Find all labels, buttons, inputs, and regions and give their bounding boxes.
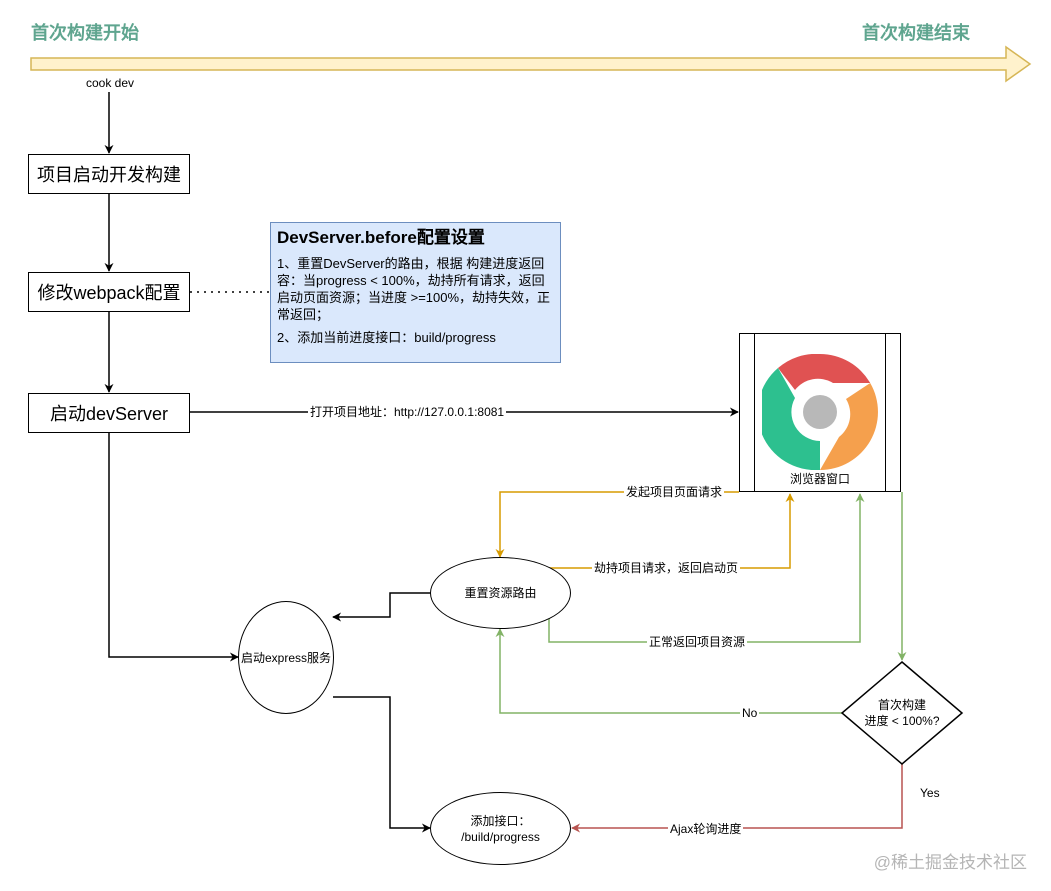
edge-reset-to-express — [332, 592, 431, 622]
timeline-start-label: 首次构建开始 — [31, 23, 139, 43]
add-api-line-1: 添加接口： — [470, 813, 531, 828]
step-start-dev-build[interactable]: 项目启动开发构建 — [28, 154, 190, 194]
decision-diamond — [840, 661, 964, 765]
add-api-line-2: /build/progress — [461, 829, 540, 844]
node-start-express[interactable]: 启动express服务 — [238, 601, 334, 714]
note-title: DevServer.before配置设置 — [277, 228, 485, 247]
edge-decision-yes — [571, 764, 903, 833]
edge-step3-to-express — [108, 432, 239, 662]
devserver-before-note: DevServer.before配置设置 1、重置DevServer的路由，根据… — [270, 222, 561, 363]
edge-hijack-return — [549, 493, 795, 569]
edge-label-no: No — [740, 706, 760, 720]
timeline-end-label: 首次构建结束 — [862, 23, 970, 43]
edge-label-hijack-return: 劫持项目请求，返回启动页 — [592, 561, 741, 575]
browser-window[interactable]: 浏览器窗口 — [739, 333, 901, 492]
edge-label-request-page: 发起项目页面请求 — [624, 485, 725, 499]
step-start-devserver[interactable]: 启动devServer — [28, 393, 190, 433]
chrome-icon — [762, 354, 878, 470]
note-paragraph-2: 2、添加当前进度接口：build/progress — [277, 330, 496, 345]
timeline-arrow — [30, 45, 1032, 83]
browser-right-bar — [885, 334, 900, 491]
edge-label-yes: Yes — [920, 786, 940, 800]
watermark: @稀土掘金技术社区 — [873, 853, 1027, 872]
edge-express-to-addapi — [333, 696, 431, 833]
edge-decision-no — [495, 628, 842, 714]
node-reset-route[interactable]: 重置资源路由 — [430, 557, 571, 629]
decision-text[interactable]: 首次构建 进度 < 100%? — [842, 697, 962, 729]
decision-line-1: 首次构建 — [877, 698, 926, 712]
node-add-api[interactable]: 添加接口： /build/progress — [430, 792, 571, 865]
note-paragraph-1: 1、重置DevServer的路由，根据 构建进度返回容：当progress < … — [277, 256, 551, 322]
step-modify-webpack-config[interactable]: 修改webpack配置 — [28, 272, 190, 312]
browser-left-bar — [740, 334, 755, 491]
decision-line-2: 进度 < 100%? — [864, 714, 940, 728]
edge-label-open-url: 打开项目地址：http://127.0.0.1:8081 — [308, 405, 507, 419]
edge-request-page — [495, 491, 739, 558]
browser-label: 浏览器窗口 — [789, 472, 850, 486]
cmd-label: cook dev — [86, 76, 135, 90]
edge-label-ajax-poll: Ajax轮询进度 — [668, 822, 744, 836]
edge-label-normal-return: 正常返回项目资源 — [647, 635, 748, 649]
